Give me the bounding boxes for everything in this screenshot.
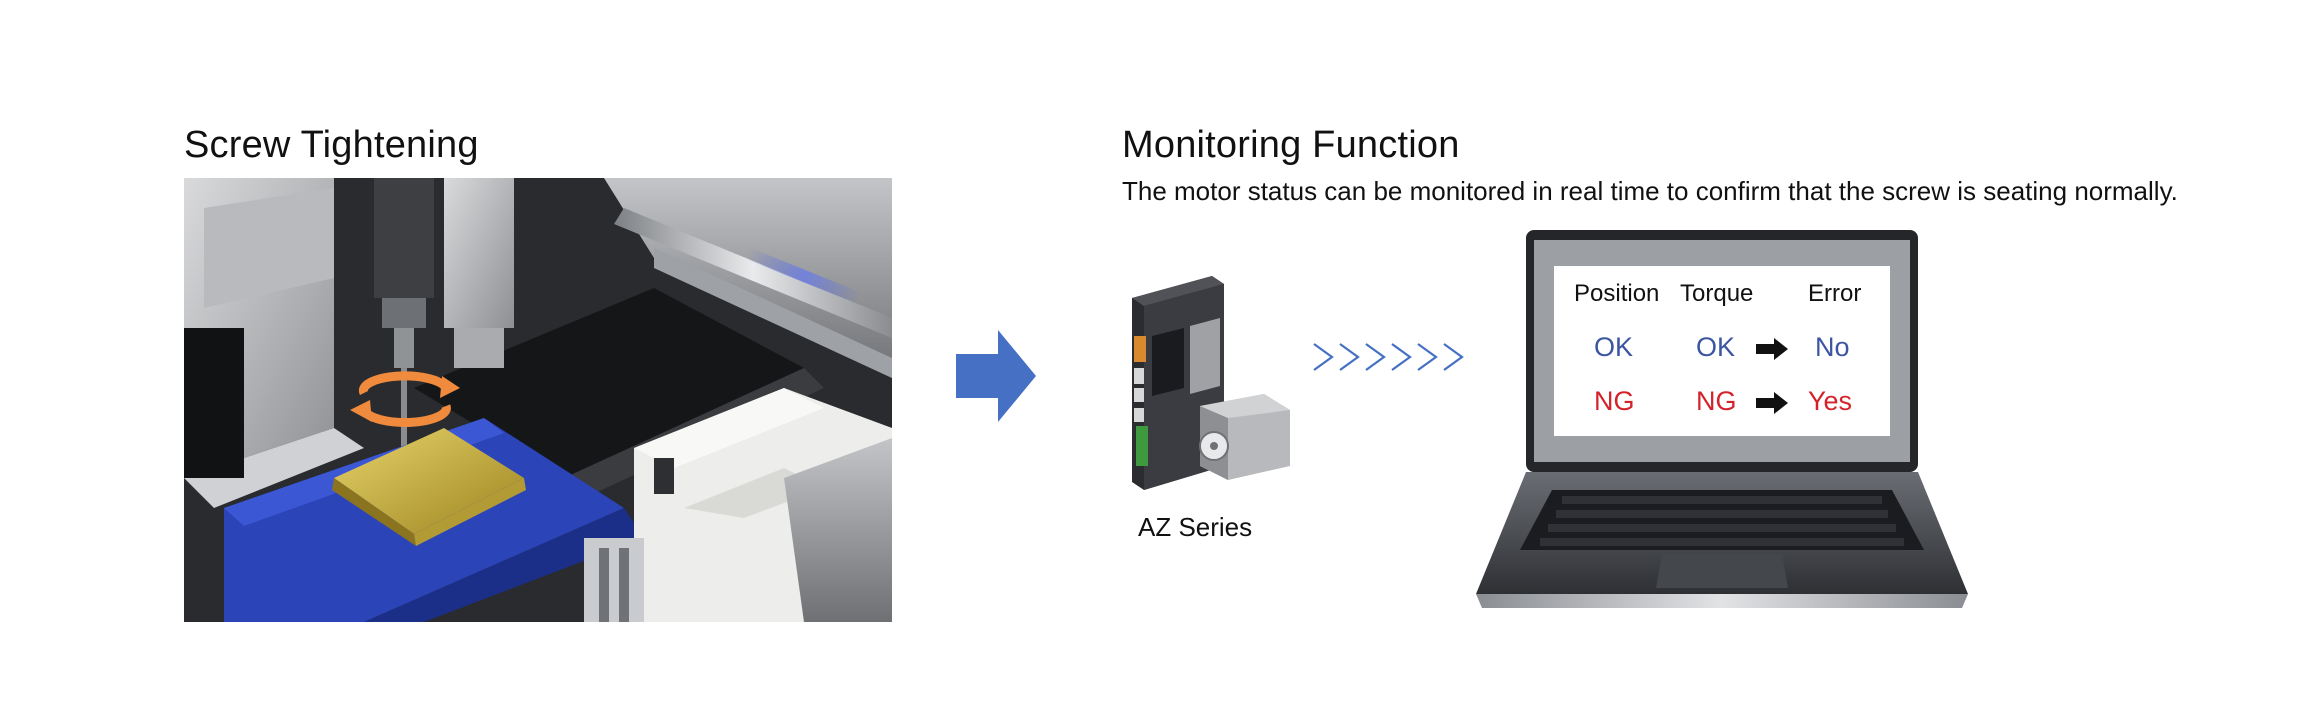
header-position: Position: [1574, 280, 1660, 307]
az-series-driver-motor-illustration: [1132, 276, 1290, 490]
az-series-caption: AZ Series: [1138, 512, 1253, 542]
monitoring-function-title: Monitoring Function: [1122, 124, 1460, 166]
screw-tightening-machine-illustration: [184, 178, 892, 622]
header-error: Error: [1808, 280, 1862, 307]
data-transfer-chevrons-icon: [1313, 343, 1464, 371]
row2-error: Yes: [1808, 386, 1853, 416]
header-torque: Torque: [1680, 280, 1754, 307]
monitoring-screen: [1554, 266, 1890, 436]
row1-error: No: [1815, 332, 1850, 362]
row2-torque: NG: [1696, 386, 1737, 416]
row1-position: OK: [1594, 332, 1634, 362]
black-right-arrow-icon: [1756, 338, 1788, 360]
right-arrow-icon: [956, 330, 1036, 422]
row2-position: NG: [1594, 386, 1635, 416]
row1-torque: OK: [1696, 332, 1736, 362]
black-right-arrow-icon: [1756, 392, 1788, 414]
monitoring-laptop: [1476, 230, 1968, 608]
monitoring-description: The motor status can be monitored in rea…: [1122, 176, 2178, 206]
screw-tightening-title: Screw Tightening: [184, 124, 479, 166]
